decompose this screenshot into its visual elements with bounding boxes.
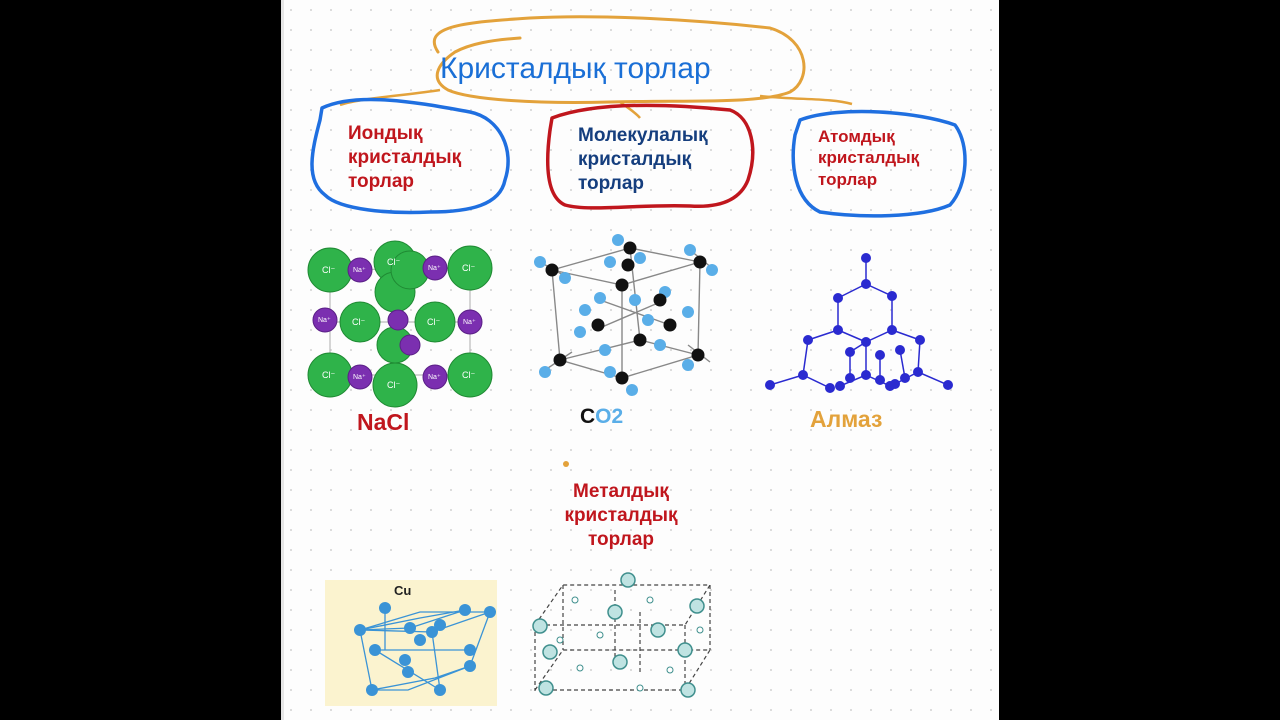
cl-ion-label: Cl⁻ (387, 257, 400, 267)
nacl-label: NaCl (357, 409, 410, 435)
metallic-line-3: торлар (587, 528, 655, 550)
page-edge (281, 0, 284, 720)
main-title: Кристалдық торлар (440, 52, 711, 85)
ionic-line-3: торлар (348, 170, 415, 192)
oxygen-atoms (534, 234, 718, 396)
co2-carbon: C (580, 405, 596, 428)
cl-ion-label: Cl⁻ (322, 265, 335, 275)
metallic-line-2: кристалдық (564, 504, 678, 526)
atomic-line-3: торлар (818, 169, 878, 189)
electrons (556, 596, 704, 692)
carbon-atoms (545, 241, 707, 385)
ionic-line-1: Иондық (348, 123, 423, 144)
chlorine-atoms (307, 240, 493, 408)
cl-ion-label: Cl⁻ (462, 370, 475, 380)
title-outline (432, 15, 806, 104)
na-ion-label: Na⁺ (428, 265, 441, 272)
na-ion-label: Na⁺ (318, 317, 331, 324)
sodium-atoms (312, 255, 483, 390)
co2-oxygen: O2 (595, 405, 624, 428)
bubble-atomic (791, 109, 967, 218)
ionic-label: Иондық кристалдық торлар (348, 122, 461, 193)
orange-dot (563, 461, 569, 467)
na-ion-label: Na⁺ (463, 319, 476, 326)
cl-ion-label: Cl⁻ (462, 263, 475, 273)
molecular-line-2: кристалдық (578, 148, 692, 170)
atomic-label: Атомдық кристалдық торлар (818, 126, 919, 190)
cl-ion-label: Cl⁻ (387, 380, 400, 390)
bubble-ionic (310, 97, 510, 215)
cl-ion-label: Cl⁻ (352, 317, 365, 327)
atomic-line-1: Атомдық (818, 127, 895, 146)
ionic-line-2: кристалдық (348, 146, 462, 168)
molecular-line-1: Молекулалық (578, 125, 708, 146)
metallic-lattice (533, 584, 712, 691)
carbon-diamond-atoms (765, 253, 953, 393)
na-ion-label: Na⁺ (353, 374, 366, 381)
connector-mid (619, 100, 641, 119)
metallic-label: Металдық кристалдық торлар (556, 480, 686, 551)
atomic-line-2: кристалдық (818, 148, 920, 168)
molecular-label: Молекулалық кристалдық торлар (578, 124, 708, 195)
diamond-label: Алмаз (810, 406, 883, 432)
connector-left (339, 88, 441, 107)
co2-label: CO2 (580, 404, 623, 430)
cl-ion-label: Cl⁻ (322, 370, 335, 380)
molecular-line-3: торлар (578, 172, 645, 194)
connector-right (759, 94, 853, 106)
bubble-molecular (545, 103, 755, 210)
copper-atoms (354, 602, 496, 696)
cu-panel (325, 580, 497, 706)
cu-label: Cu (394, 583, 412, 598)
metal-cations (532, 572, 705, 698)
metallic-line-1: Металдық (573, 481, 669, 502)
na-ion-label: Na⁺ (428, 374, 441, 381)
na-ion-label: Na⁺ (353, 267, 366, 274)
cl-ion-label: Cl⁻ (427, 317, 440, 327)
